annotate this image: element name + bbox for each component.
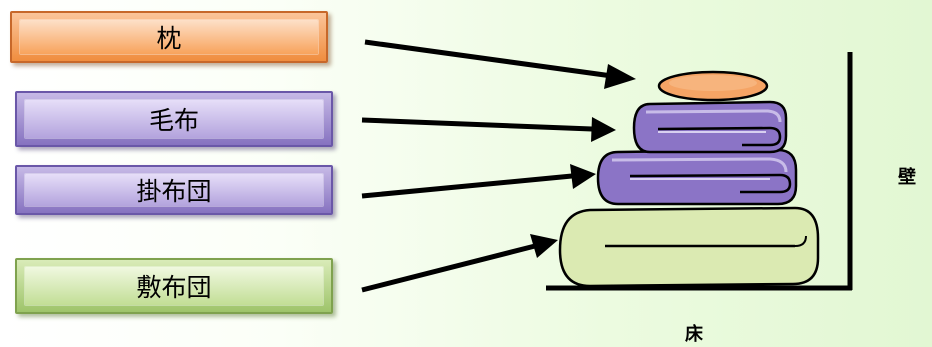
pillow-shape <box>657 70 769 102</box>
blanket-label: 毛布 <box>148 106 199 135</box>
arrow-mattress <box>361 234 558 293</box>
comforter-shape <box>596 148 798 206</box>
comforter-label-box: 掛布団 <box>15 165 333 215</box>
mattress-label: 敷布団 <box>136 273 212 302</box>
blanket-shape <box>632 100 788 154</box>
comforter-label: 掛布団 <box>136 177 212 206</box>
arrow-blanket <box>361 117 616 142</box>
arrow-pillow <box>364 39 636 89</box>
pillow-label-box: 枕 <box>10 11 328 63</box>
wall-label: 壁 <box>898 167 916 188</box>
mattress-label-box: 敷布団 <box>15 258 333 314</box>
blanket-label-box: 毛布 <box>15 91 333 147</box>
arrow-comforter <box>361 164 596 199</box>
pillow-label: 枕 <box>156 24 182 53</box>
floor-label: 床 <box>685 324 703 345</box>
mattress-shape <box>558 206 820 288</box>
